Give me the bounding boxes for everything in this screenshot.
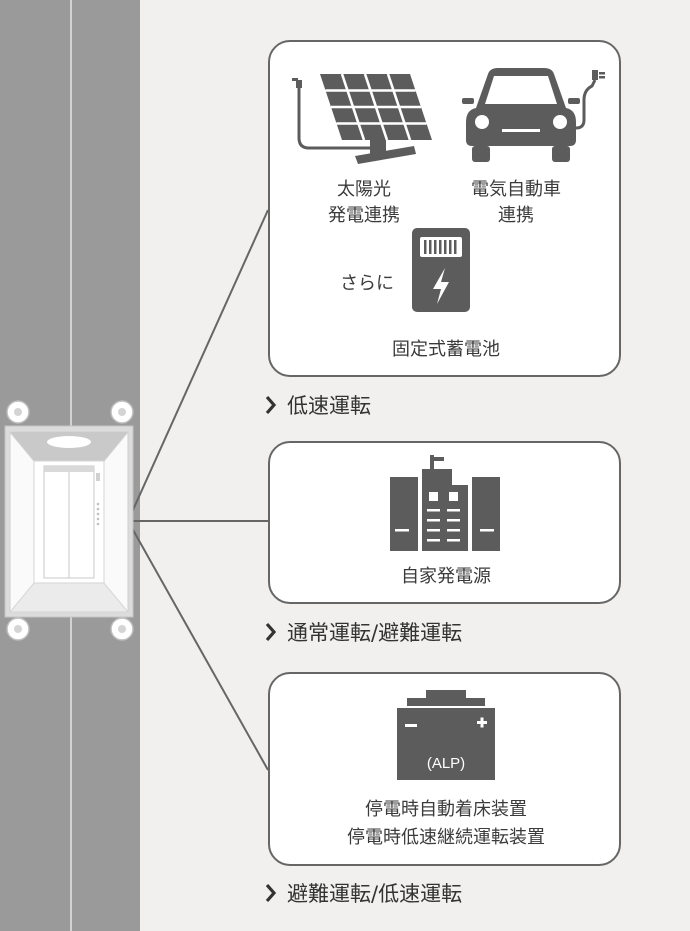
elevator-car-icon: [4, 400, 134, 641]
mode-low-speed: 低速運転: [265, 393, 371, 419]
mode-evac-low: 避難運転/低速運転: [265, 881, 462, 907]
chevron-right-icon: [265, 883, 277, 903]
solar-label-line2: 発電連携: [328, 205, 400, 226]
storage-battery-icon: [412, 228, 470, 312]
chevron-right-icon: [265, 622, 277, 642]
mode-normal-evac: 通常運転/避難運転: [265, 620, 462, 646]
connector-line-top: [127, 209, 269, 522]
alp-battery-text: (ALP): [427, 755, 465, 772]
power-plant-icon: [390, 455, 500, 551]
connector-line-bottom: [127, 520, 269, 771]
alp-panel: (ALP) 停電時自動着床装置 停電時低速継続運転装置: [268, 672, 621, 866]
solar-panel-icon: [292, 73, 432, 164]
renewable-sources-panel: 太陽光 発電連携 電気自動車 連携 さらに 固定式蓄電池: [268, 40, 621, 377]
sarani-label: さらに: [340, 273, 394, 294]
alp-label-line1: 停電時自動着床装置: [365, 799, 527, 820]
chevron-right-icon: [265, 395, 277, 415]
electric-car-icon: [462, 68, 605, 162]
storage-battery-label: 固定式蓄電池: [392, 339, 500, 360]
alp-label-line2: 停電時低速継続運転装置: [347, 827, 545, 848]
car-battery-icon: (ALP): [397, 690, 495, 780]
mode-normal-evac-label: 通常運転/避難運転: [287, 621, 463, 645]
mode-evac-low-label: 避難運転/低速運転: [287, 882, 463, 906]
ev-label-line2: 連携: [498, 205, 534, 226]
generator-label: 自家発電源: [401, 566, 491, 587]
solar-label-line1: 太陽光: [337, 179, 391, 200]
ev-label-line1: 電気自動車: [471, 179, 561, 200]
generator-panel: 自家発電源: [268, 441, 621, 604]
mode-low-speed-label: 低速運転: [287, 394, 371, 418]
